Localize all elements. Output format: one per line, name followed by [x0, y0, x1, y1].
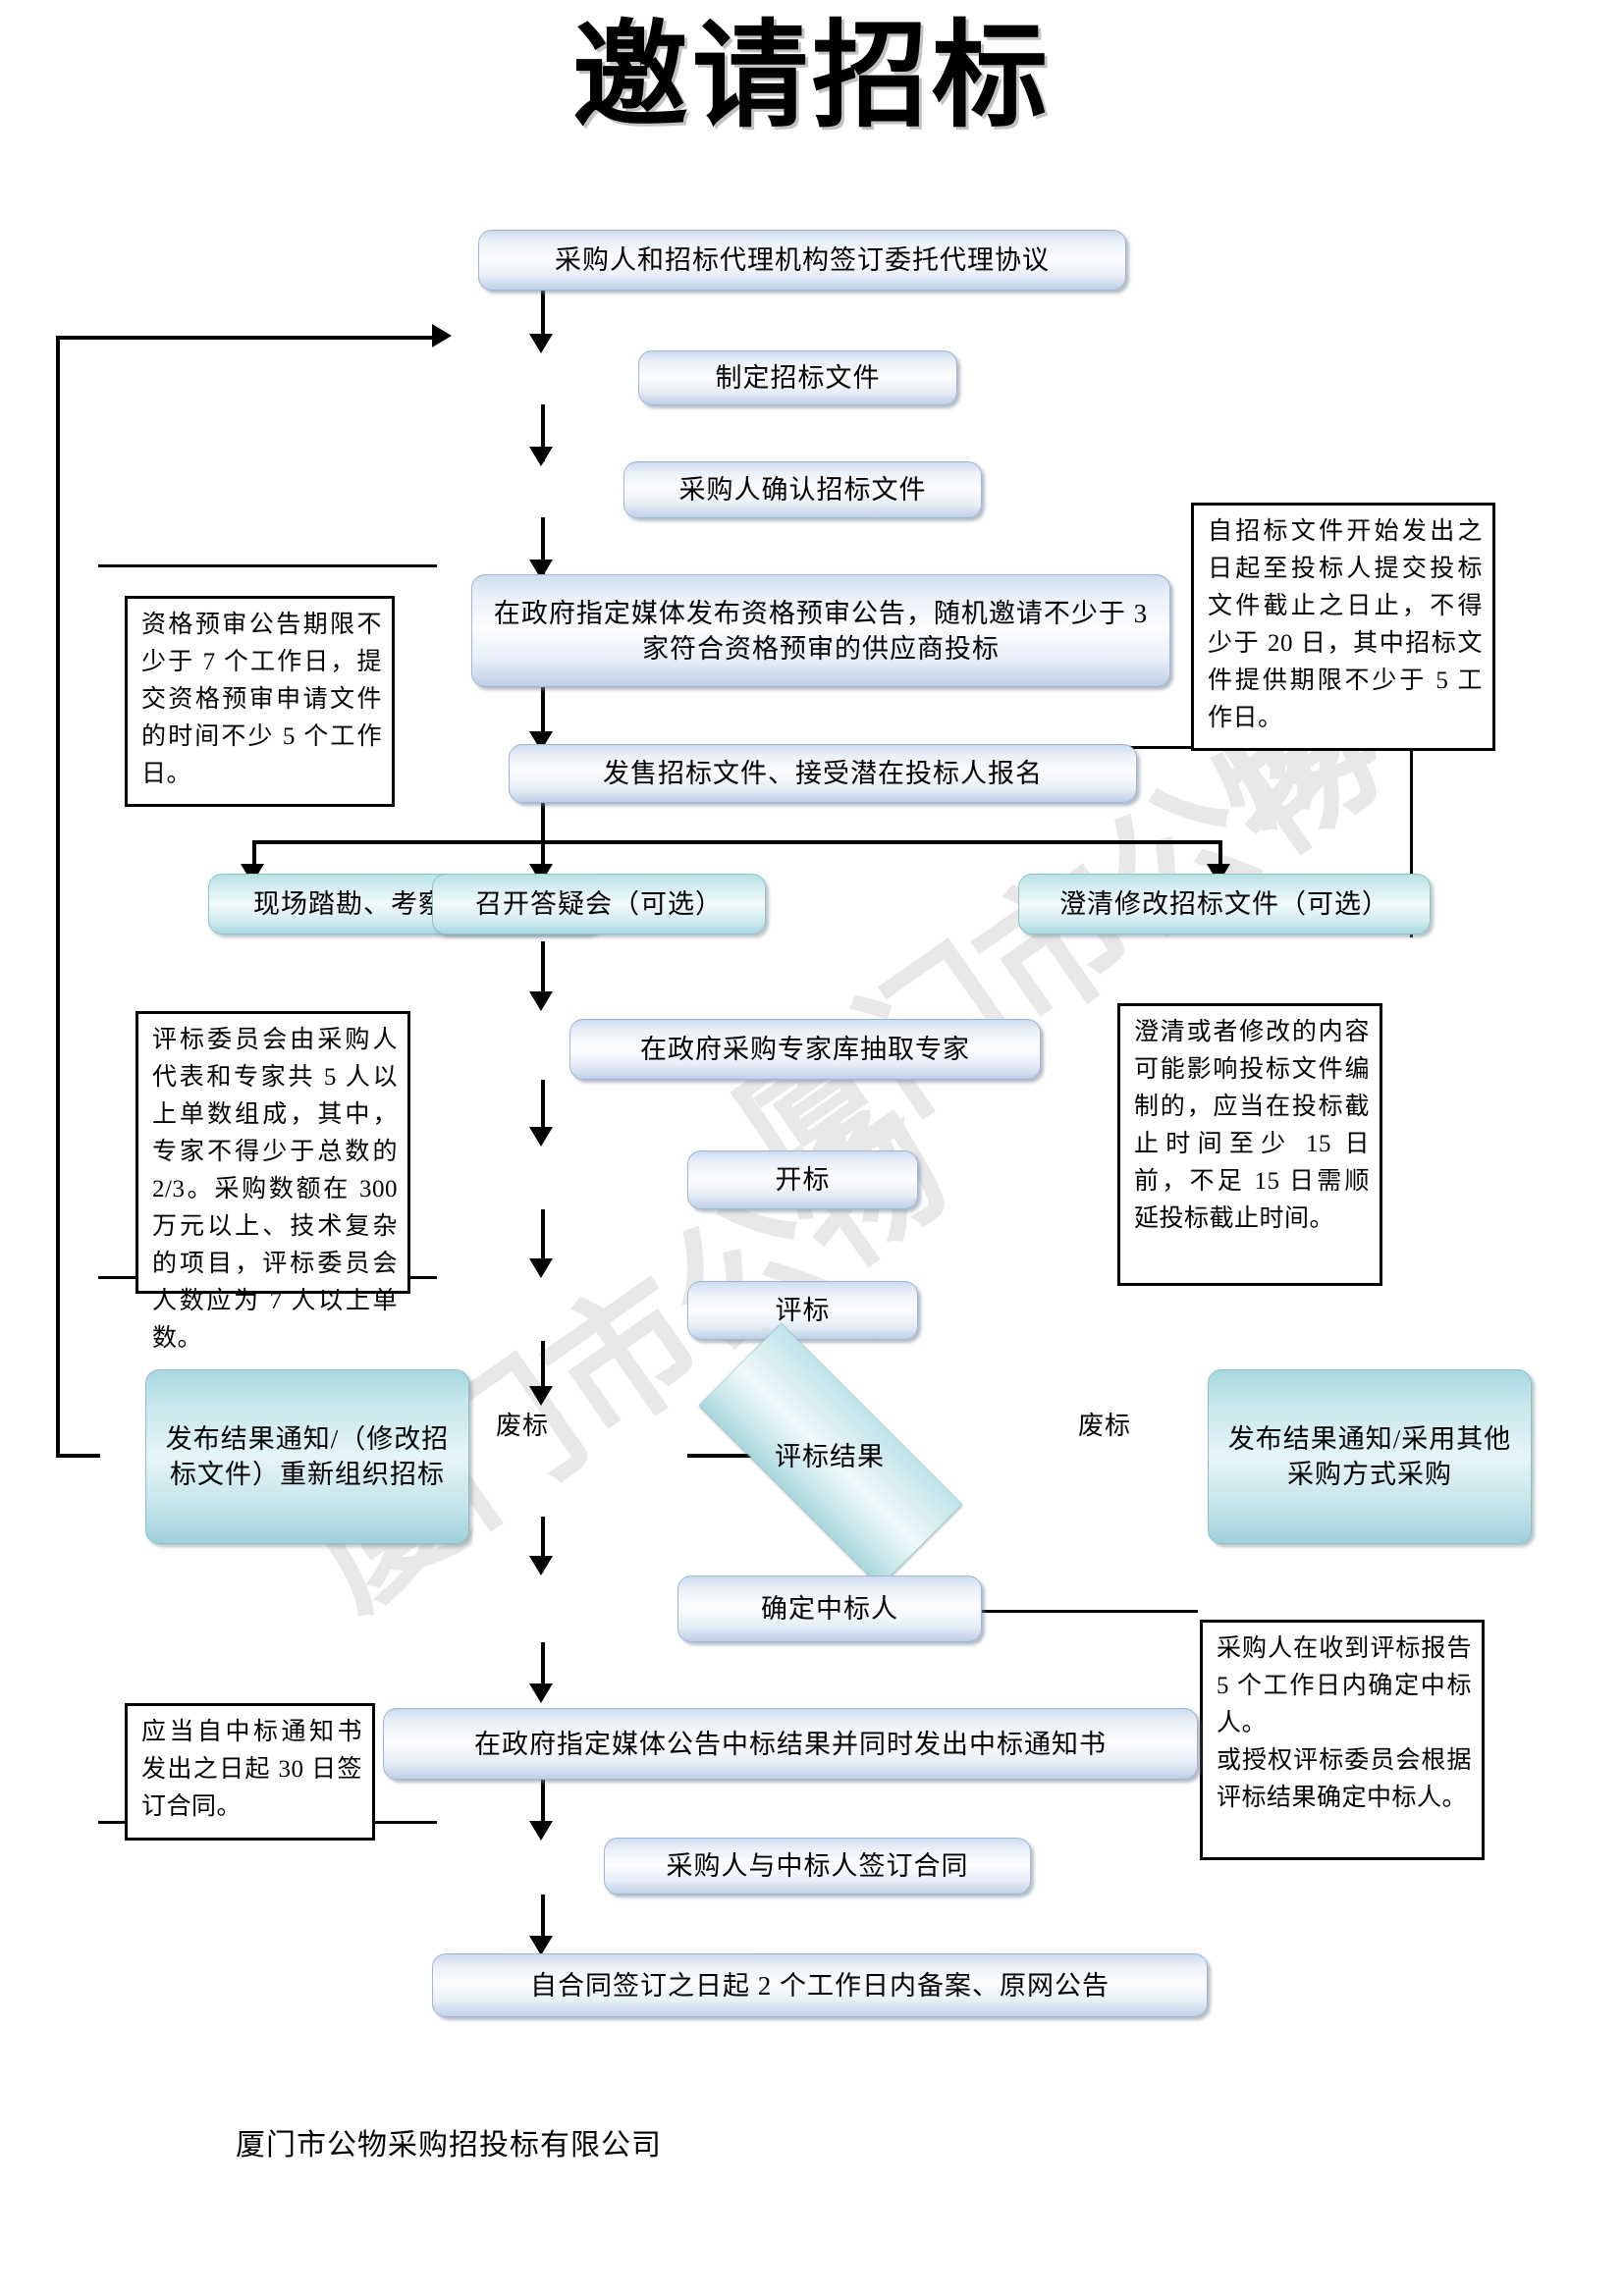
- step-sell-documents-label: 发售招标文件、接受潜在投标人报名: [603, 759, 1043, 788]
- arrow-rail-to-step3: [432, 324, 452, 347]
- leader-note-clarify-v: [1410, 633, 1413, 937]
- connector-bus-horizontal: [252, 840, 1222, 844]
- step-reorganize-label: 发布结果通知/（修改招标文件）重新组织招标: [165, 1424, 450, 1489]
- connector-bus-left: [252, 840, 256, 874]
- arrow-experts-opening: [529, 1127, 553, 1147]
- connector-step1-step2: [541, 291, 545, 347]
- connector-reorganize-rail-h: [56, 1454, 100, 1458]
- connector-bus-center: [541, 840, 545, 874]
- edge-label-right-fail: 废标: [1078, 1412, 1132, 1440]
- arrow-decision-winner: [529, 1556, 553, 1575]
- connector-contract-filing: [541, 1895, 545, 1942]
- note-bidding-period: 自招标文件开始发出之日起至投标人提交投标文件截止之日止，不得少于 20 日，其中…: [1191, 503, 1495, 751]
- step-make-documents-label: 制定招标文件: [715, 363, 881, 393]
- step-publish-prequalification-label: 在政府指定媒体发布资格预审公告，随机邀请不少于 3 家符合资格预审的供应商投标: [493, 598, 1149, 664]
- connector-decision-winner: [541, 1517, 545, 1564]
- step-make-documents[interactable]: 制定招标文件: [638, 350, 957, 405]
- connector-opening-evaluation: [541, 1209, 545, 1268]
- step-bid-opening[interactable]: 开标: [687, 1150, 918, 1209]
- step-buyer-confirm[interactable]: 采购人确认招标文件: [623, 461, 982, 518]
- step-decision-result[interactable]: 评标结果: [649, 1322, 1010, 1587]
- connector-step2-step3: [541, 404, 545, 461]
- step-publish-prequalification[interactable]: 在政府指定媒体发布资格预审公告，随机邀请不少于 3 家符合资格预审的供应商投标: [471, 574, 1170, 687]
- arrow-step1-step2: [529, 334, 553, 353]
- arrow-step2-step3: [529, 447, 553, 466]
- connector-winner-announce: [541, 1642, 545, 1689]
- step-other-method-label: 发布结果通知/采用其他采购方式采购: [1227, 1424, 1512, 1489]
- step-bid-evaluation-label: 评标: [775, 1296, 831, 1325]
- step-other-method[interactable]: 发布结果通知/采用其他采购方式采购: [1208, 1369, 1532, 1544]
- connector-decision-right: [687, 1454, 803, 1458]
- arrow-winner-announce: [529, 1683, 553, 1703]
- step-bid-opening-label: 开标: [775, 1165, 831, 1195]
- page-title: 邀请招标: [571, 13, 1052, 141]
- arrow-announce-contract: [529, 1821, 553, 1841]
- step-reorganize[interactable]: 发布结果通知/（修改招标文件）重新组织招标: [145, 1369, 469, 1544]
- step-qa-meeting[interactable]: 召开答疑会（可选）: [432, 874, 766, 934]
- step-sign-contract-label: 采购人与中标人签订合同: [666, 1851, 969, 1881]
- arrow-contract-filing: [529, 1936, 553, 1955]
- note-evaluation-committee: 评标委员会由采购人代表和专家共 5 人以上单数组成，其中，专家不得少于总数的 2…: [135, 1011, 410, 1352]
- connector-evaluation-decision: [541, 1341, 545, 1395]
- step-sign-contract[interactable]: 采购人与中标人签订合同: [604, 1838, 1031, 1895]
- connector-reorganize-rail-v: [56, 336, 60, 1456]
- company-footer: 厦门市公物采购招投标有限公司: [236, 2129, 662, 2162]
- connector-bus-right: [1218, 840, 1222, 874]
- step-clarify-documents[interactable]: 澄清修改招标文件（可选）: [1018, 874, 1431, 934]
- connector-experts-opening: [541, 1080, 545, 1137]
- connector-step4-step5: [541, 687, 545, 744]
- step-decision-result-label: 评标结果: [775, 1441, 885, 1471]
- connector-qa-experts: [541, 941, 545, 1000]
- step-buyer-confirm-label: 采购人确认招标文件: [678, 475, 927, 505]
- step-agency-agreement[interactable]: 采购人和招标代理机构签订委托代理协议: [478, 230, 1126, 291]
- step-determine-winner[interactable]: 确定中标人: [677, 1575, 982, 1642]
- step-record-filing-label: 自合同签订之日起 2 个工作日内备案、原网公告: [530, 1970, 1110, 2001]
- connector-step5-bus: [541, 803, 545, 842]
- note-prequalification-period: 资格预审公告期限不少于 7 个工作日，提交资格预审申请文件的时间不少 5 个工作…: [125, 596, 395, 807]
- step-clarify-documents-label: 澄清修改招标文件（可选）: [1059, 889, 1389, 919]
- step-record-filing[interactable]: 自合同签订之日起 2 个工作日内备案、原网公告: [432, 1953, 1208, 2017]
- step-announce-winner-label: 在政府指定媒体公告中标结果并同时发出中标通知书: [474, 1729, 1107, 1759]
- connector-rail-to-step3: [56, 336, 439, 340]
- arrow-qa-experts: [529, 991, 553, 1011]
- connector-step3-step4: [541, 517, 545, 574]
- step-qa-meeting-label: 召开答疑会（可选）: [475, 889, 723, 919]
- note-contract-30days: 应当自中标通知书发出之日起 30 日签订合同。: [125, 1703, 375, 1841]
- step-bid-evaluation[interactable]: 评标: [687, 1281, 918, 1340]
- step-draw-experts-label: 在政府采购专家库抽取专家: [640, 1035, 970, 1064]
- leader-note-prequalification: [98, 564, 437, 567]
- connector-announce-contract: [541, 1780, 545, 1827]
- note-winner-5days: 采购人在收到评标报告 5 个工作日内确定中标人。 或授权评标委员会根据评标结果确…: [1200, 1620, 1485, 1860]
- step-draw-experts[interactable]: 在政府采购专家库抽取专家: [569, 1019, 1041, 1080]
- step-sell-documents[interactable]: 发售招标文件、接受潜在投标人报名: [509, 744, 1137, 803]
- step-announce-winner[interactable]: 在政府指定媒体公告中标结果并同时发出中标通知书: [383, 1708, 1198, 1780]
- arrow-opening-evaluation: [529, 1258, 553, 1278]
- arrow-evaluation-decision: [529, 1386, 553, 1406]
- step-agency-agreement-label: 采购人和招标代理机构签订委托代理协议: [555, 245, 1050, 275]
- note-clarification-deadline: 澄清或者修改的内容可能影响投标文件编制的，应当在投标截止时间至少 15 日前，不…: [1117, 1003, 1382, 1286]
- edge-label-left-fail: 废标: [496, 1412, 550, 1440]
- step-determine-winner-label: 确定中标人: [761, 1594, 898, 1624]
